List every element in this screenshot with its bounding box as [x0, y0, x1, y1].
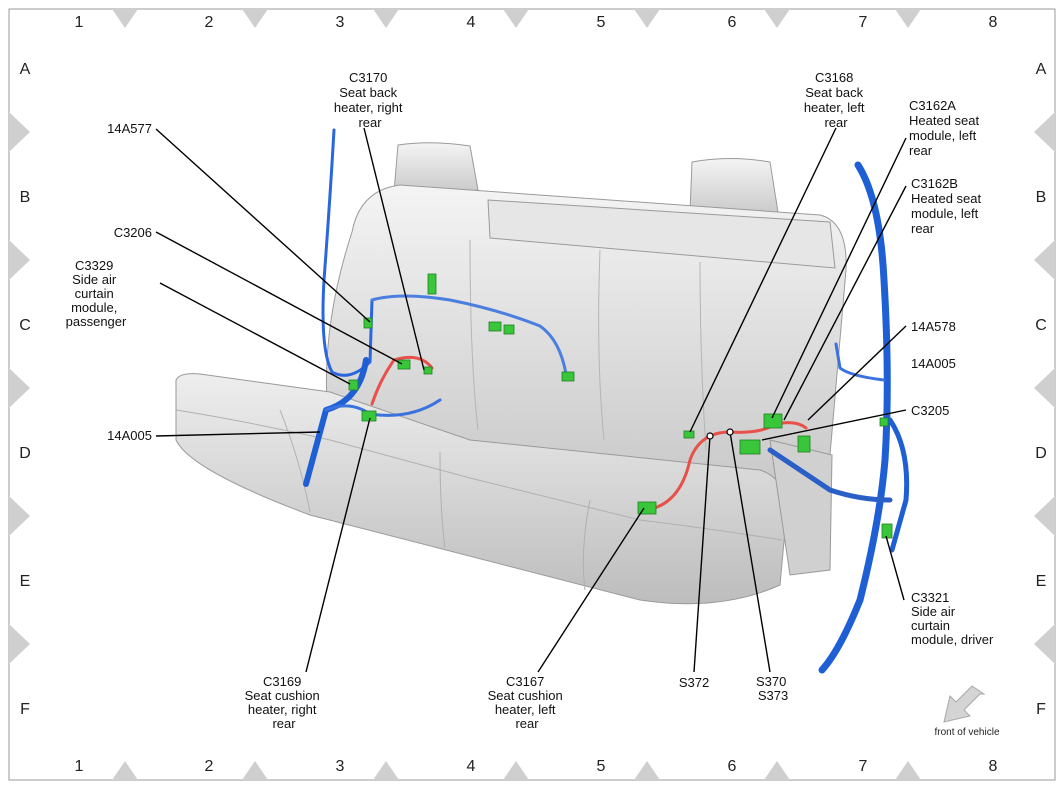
grid-markers — [9, 9, 1055, 780]
splice-s370-icon — [726, 428, 734, 436]
label-14a005-right: 14A005 — [911, 356, 956, 371]
label-c3170: C3170 Seat back heater, right rear — [334, 70, 406, 130]
grid-labels: 1 2 3 4 5 6 7 8 1 2 3 4 5 6 7 8 A B C D … — [19, 14, 1047, 775]
col-label-bottom-4: 4 — [467, 758, 476, 775]
col-label-top-3: 3 — [336, 14, 345, 31]
row-label-right-d: D — [1035, 445, 1047, 462]
harness-14a005-right — [818, 161, 891, 674]
row-label-left-f: F — [20, 701, 30, 718]
connector-c3329-icon — [348, 379, 359, 391]
row-label-left-b: B — [20, 189, 31, 206]
seat-cushion — [175, 373, 787, 605]
row-label-right-e: E — [1036, 573, 1047, 590]
label-c3329: C3329 Side air curtain module, passenger — [66, 258, 127, 329]
connector-c3168-icon — [683, 430, 695, 439]
col-label-top-5: 5 — [597, 14, 606, 31]
label-14a577: 14A577 — [107, 121, 152, 136]
col-label-top-7: 7 — [859, 14, 868, 31]
connector-c3162a-icon — [763, 413, 783, 429]
harness-right-loop — [887, 417, 910, 553]
col-label-top-8: 8 — [989, 14, 998, 31]
row-label-left-c: C — [19, 317, 31, 334]
connector-icon — [427, 273, 437, 295]
col-label-top-2: 2 — [205, 14, 214, 31]
connector-c3170-icon — [397, 359, 411, 370]
side-bolster — [769, 439, 833, 576]
label-c3169: C3169 Seat cushion heater, right rear — [245, 674, 324, 731]
row-label-right-f: F — [1036, 701, 1046, 718]
label-c3321: C3321 Side air curtain module, driver — [911, 590, 994, 647]
connector-icon — [488, 321, 502, 332]
wiring-harnesses — [303, 128, 910, 674]
leader-lines — [155, 127, 907, 673]
label-c3205: C3205 — [911, 403, 949, 418]
col-label-bottom-7: 7 — [859, 758, 868, 775]
callout-labels: C3170 Seat back heater, right rear C3168… — [66, 70, 994, 731]
label-14a005-left: 14A005 — [107, 428, 152, 443]
splice-s372-icon — [706, 432, 714, 440]
harness-14a577 — [321, 128, 374, 377]
label-s372: S372 — [679, 675, 709, 690]
col-label-bottom-2: 2 — [205, 758, 214, 775]
label-c3168: C3168 Seat back heater, left rear — [804, 70, 868, 130]
col-label-bottom-6: 6 — [728, 758, 737, 775]
row-label-left-a: A — [20, 61, 31, 78]
row-label-right-a: A — [1036, 61, 1047, 78]
seat-back-top — [487, 199, 836, 269]
row-label-left-d: D — [19, 445, 31, 462]
label-c3162b: C3162B Heated seat module, left rear — [911, 176, 985, 236]
connector-c3205-icon — [739, 439, 761, 455]
row-label-right-b: B — [1036, 189, 1047, 206]
label-c3162a: C3162A Heated seat module, left rear — [909, 98, 983, 158]
connector-icon — [561, 371, 575, 382]
label-14a578: 14A578 — [911, 319, 956, 334]
label-c3206: C3206 — [114, 225, 152, 240]
front-arrow-icon — [943, 685, 986, 723]
row-label-left-e: E — [20, 573, 31, 590]
connector-icon — [797, 435, 811, 453]
row-label-right-c: C — [1035, 317, 1047, 334]
col-label-bottom-1: 1 — [75, 758, 84, 775]
col-label-bottom-5: 5 — [597, 758, 606, 775]
harness-module-branch — [767, 447, 893, 503]
harness-14a578 — [834, 342, 886, 382]
connector-c3206-icon — [363, 317, 373, 329]
connector-icon — [423, 366, 433, 375]
front-of-vehicle-label: front of vehicle — [934, 727, 999, 738]
col-label-bottom-3: 3 — [336, 758, 345, 775]
col-label-top-6: 6 — [728, 14, 737, 31]
col-label-top-1: 1 — [75, 14, 84, 31]
connector-icon — [503, 324, 515, 335]
rear-seat-illustration — [175, 142, 847, 605]
connector-icon — [879, 417, 889, 427]
col-label-bottom-8: 8 — [989, 758, 998, 775]
label-s370-s373: S370 S373 — [756, 674, 790, 703]
front-of-vehicle-indicator: front of vehicle — [934, 685, 1000, 738]
connector-c3321-icon — [881, 523, 893, 539]
label-c3167: C3167 Seat cushion heater, left rear — [488, 674, 567, 731]
col-label-top-4: 4 — [467, 14, 476, 31]
